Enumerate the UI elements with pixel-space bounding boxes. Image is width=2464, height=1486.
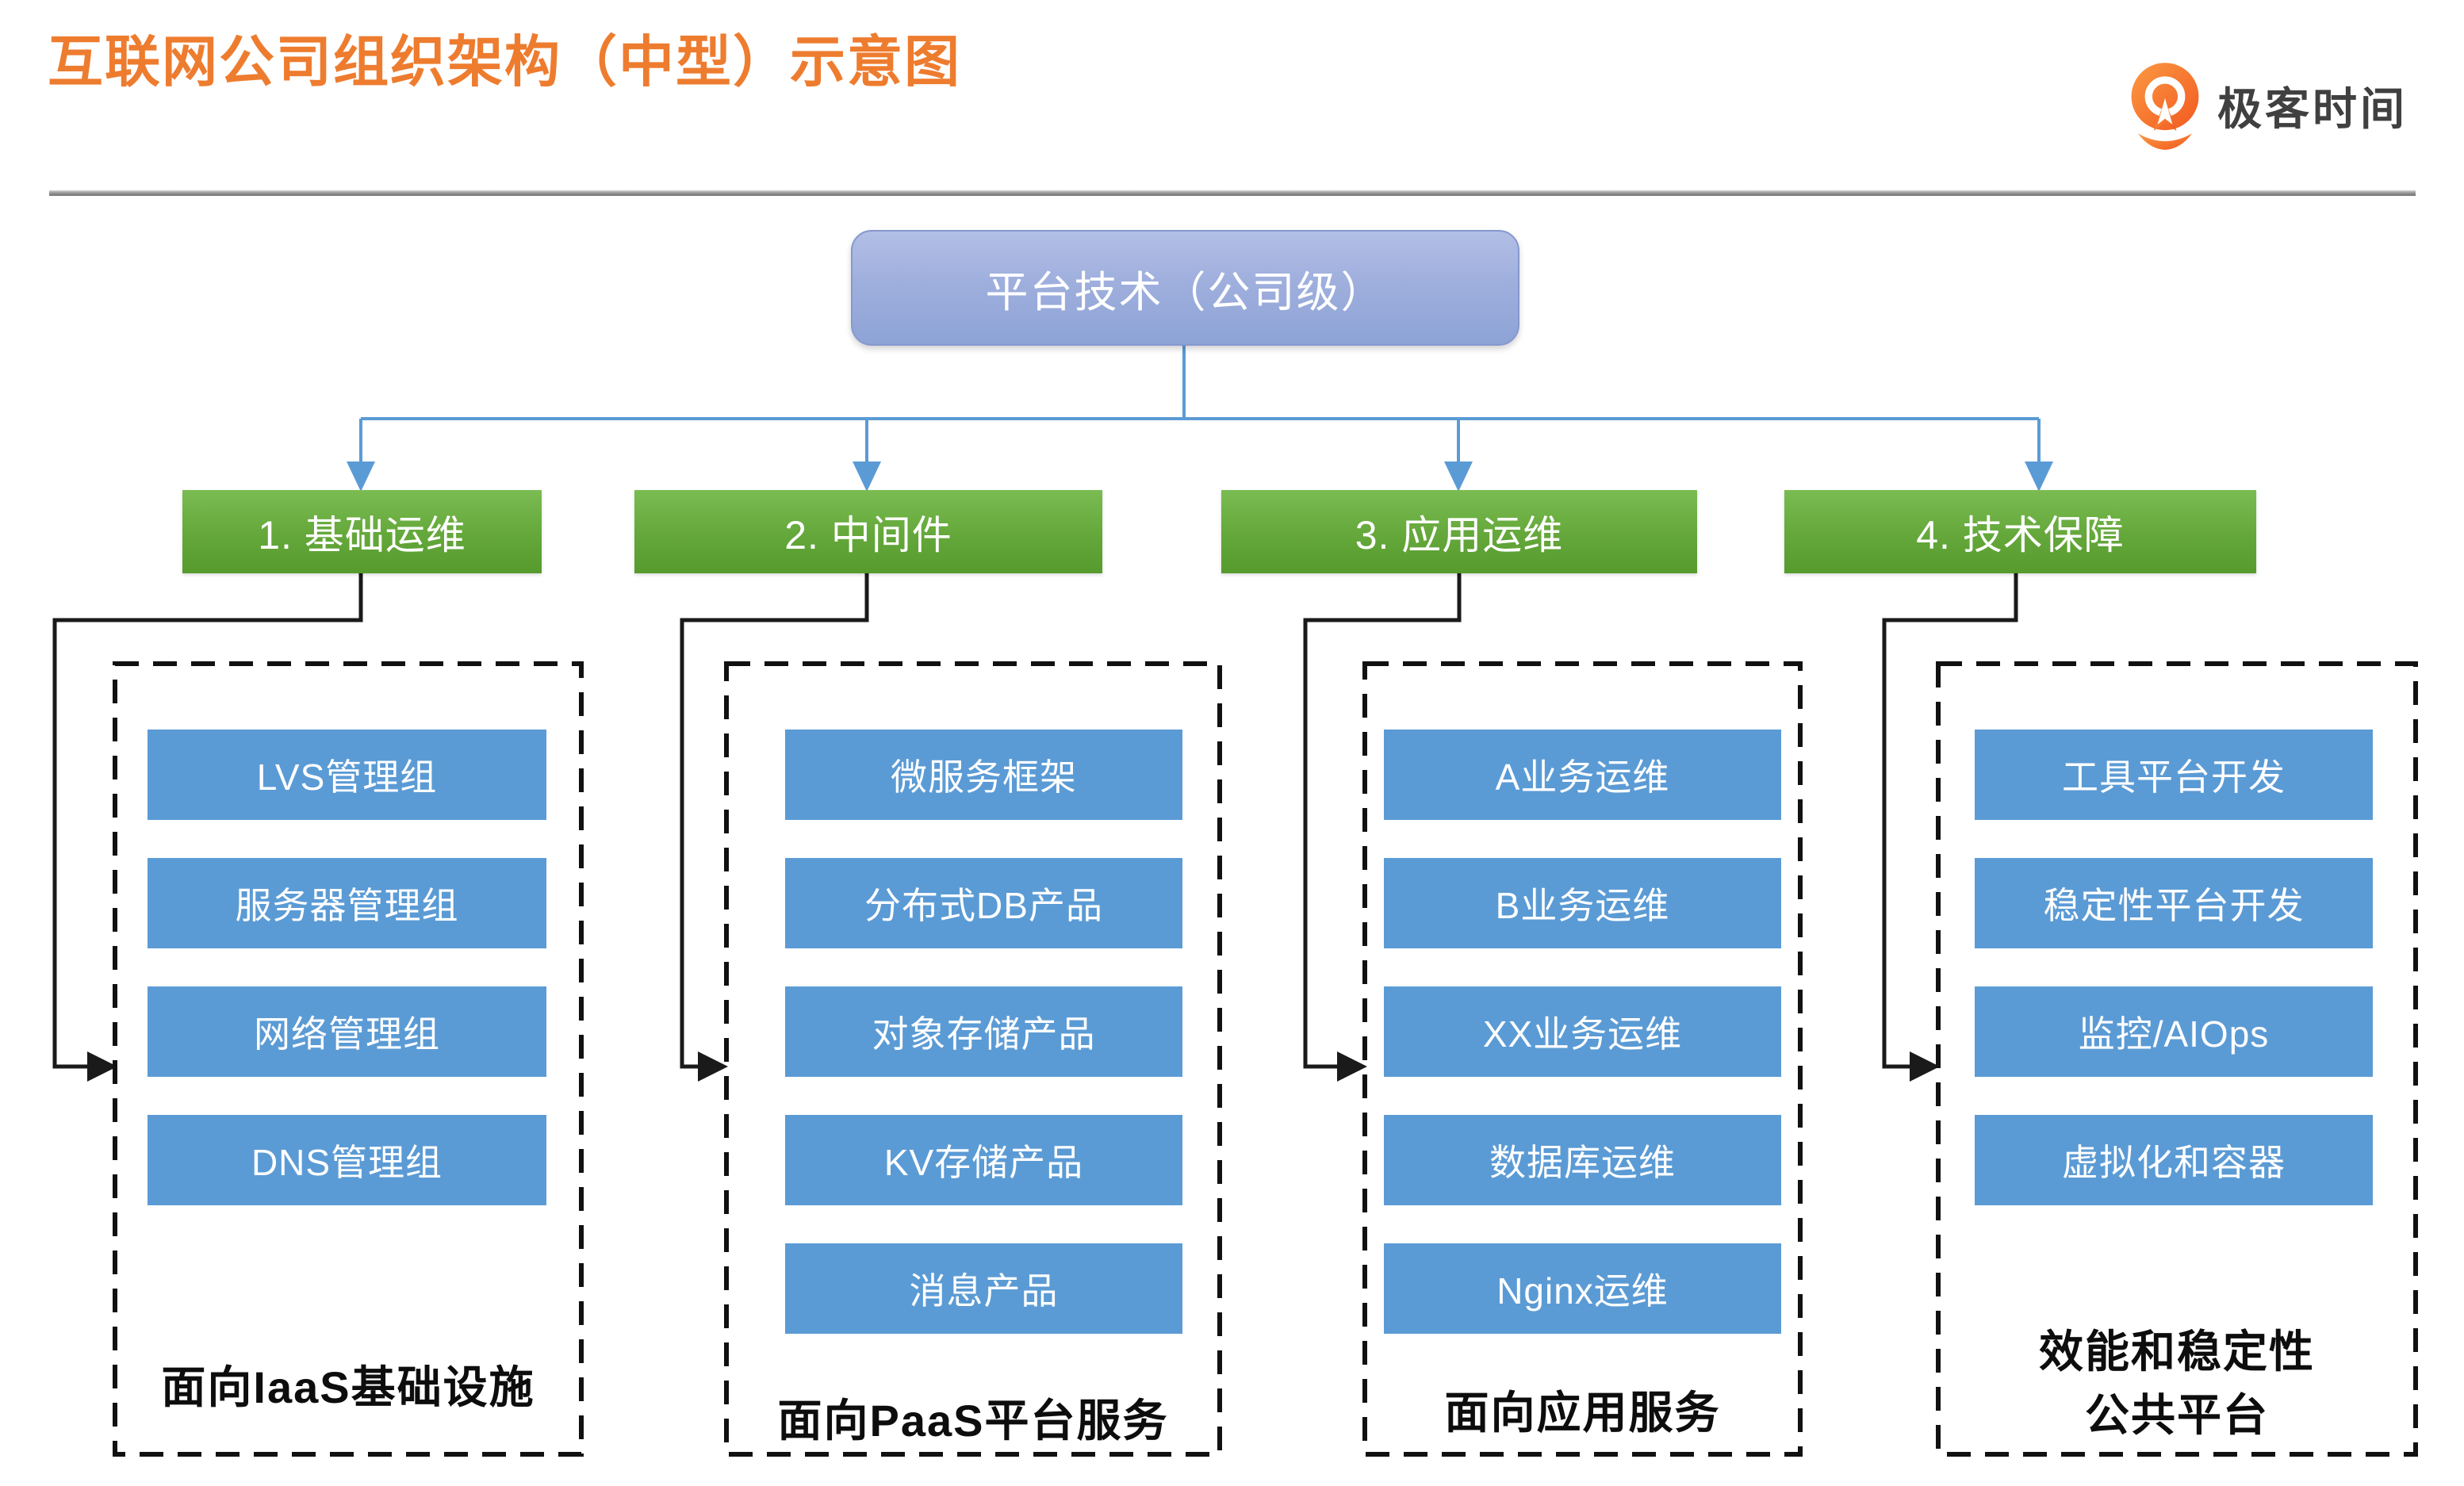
sub-team-box: KV存储产品 xyxy=(785,1115,1182,1205)
dashed-group-borders xyxy=(113,661,2418,1457)
sub-team-box: 稳定性平台开发 xyxy=(1975,858,2373,948)
sub-team-box: LVS管理组 xyxy=(148,730,546,820)
group-caption-app: 面向应用服务 xyxy=(1444,1388,1721,1438)
sub-team-box: 网络管理组 xyxy=(148,986,546,1077)
sub-team-box: 数据库运维 xyxy=(1384,1115,1781,1205)
sub-team-box: 监控/AIOps xyxy=(1975,986,2373,1077)
sub-team-box: XX业务运维 xyxy=(1384,986,1781,1077)
sub-team-box: B业务运维 xyxy=(1384,858,1781,948)
sub-team-box: 工具平台开发 xyxy=(1975,730,2373,820)
dept-node-tech-assurance: 4. 技术保障 xyxy=(1784,490,2256,573)
sub-team-box: 对象存储产品 xyxy=(785,986,1182,1077)
group-caption-paas: 面向PaaS平台服务 xyxy=(777,1396,1169,1446)
geektime-logo-icon xyxy=(2124,57,2206,155)
dept-node-middleware: 2. 中间件 xyxy=(634,490,1102,573)
dept-elbow-connectors xyxy=(52,573,2018,1069)
sub-team-box: 消息产品 xyxy=(785,1243,1182,1334)
sub-team-box: 虚拟化和容器 xyxy=(1975,1115,2373,1205)
sub-team-box: 分布式DB产品 xyxy=(785,858,1182,948)
geektime-logo-text: 极客时间 xyxy=(2217,84,2408,134)
title-divider xyxy=(49,190,2416,196)
group-caption-line2: 公共平台 xyxy=(2085,1390,2269,1440)
geektime-logo: 极客时间 xyxy=(2124,57,2408,155)
sub-team-box: 微服务框架 xyxy=(785,730,1182,820)
blue-arrowheads xyxy=(347,462,2053,492)
root-connector-lines xyxy=(359,343,2041,463)
group-caption-line1: 效能和稳定性 xyxy=(2039,1327,2315,1377)
page-title: 互联网公司组织架构（中型）示意图 xyxy=(48,31,961,93)
group-caption-iaas: 面向IaaS基础设施 xyxy=(161,1362,535,1412)
sub-team-box: Nginx运维 xyxy=(1384,1243,1781,1334)
root-node-platform-tech: 平台技术（公司级） xyxy=(851,230,1519,346)
dept-node-base-ops: 1. 基础运维 xyxy=(182,490,542,573)
group-caption-efficiency: 效能和稳定性 公共平台 xyxy=(1938,1316,2416,1451)
dept-node-app-ops: 3. 应用运维 xyxy=(1221,490,1697,573)
sub-team-box: A业务运维 xyxy=(1384,730,1781,820)
black-arrowheads xyxy=(87,1051,1940,1082)
sub-team-box: DNS管理组 xyxy=(148,1115,546,1205)
sub-team-box: 服务器管理组 xyxy=(148,858,546,948)
